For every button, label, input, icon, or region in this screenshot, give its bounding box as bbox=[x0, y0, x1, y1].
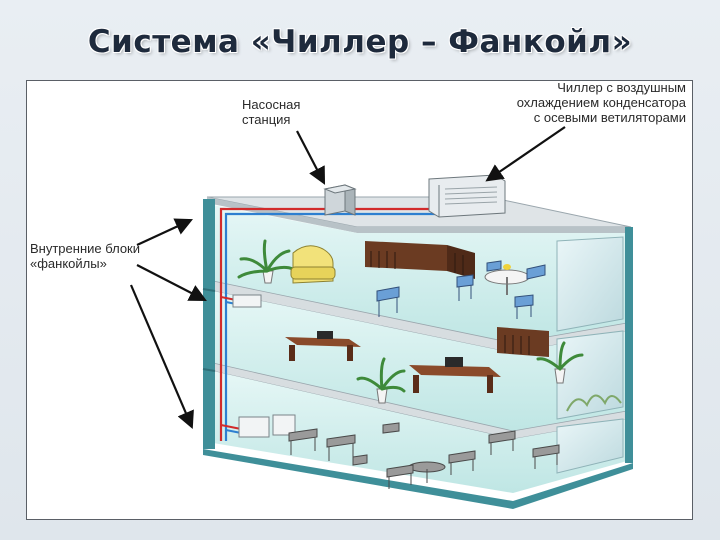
fancoil-label: Внутренние блоки «фанкойлы» bbox=[30, 241, 140, 271]
fancoil-unit-floor-1 bbox=[239, 417, 269, 437]
chiller-label: Чиллер с воздушным охлаждением конденсат… bbox=[517, 80, 686, 125]
building-illustration bbox=[27, 81, 694, 521]
window-floor-3 bbox=[557, 237, 623, 331]
chiller-unit bbox=[429, 175, 505, 217]
arrow-to-pump-station bbox=[297, 131, 323, 181]
arrow-to-fancoil-bottom bbox=[131, 285, 191, 425]
diagram-frame: Насосная станция Чиллер с воздушным охла… bbox=[26, 80, 693, 520]
window-floor-2 bbox=[557, 331, 623, 419]
arrow-to-fancoil-middle bbox=[137, 265, 203, 299]
right-wall bbox=[625, 227, 633, 463]
left-wall bbox=[203, 199, 215, 449]
slide-title: Система «Чиллер – Фанкойл» bbox=[0, 24, 720, 60]
pump-station-label: Насосная станция bbox=[242, 97, 300, 127]
bookshelf-icon bbox=[497, 327, 549, 357]
pump-station-unit bbox=[325, 185, 355, 215]
fancoil-unit-floor-1b bbox=[273, 415, 295, 435]
arrow-to-fancoil-top bbox=[137, 221, 189, 245]
fancoil-unit-floor-2 bbox=[233, 295, 261, 307]
arrow-to-chiller bbox=[489, 127, 565, 179]
